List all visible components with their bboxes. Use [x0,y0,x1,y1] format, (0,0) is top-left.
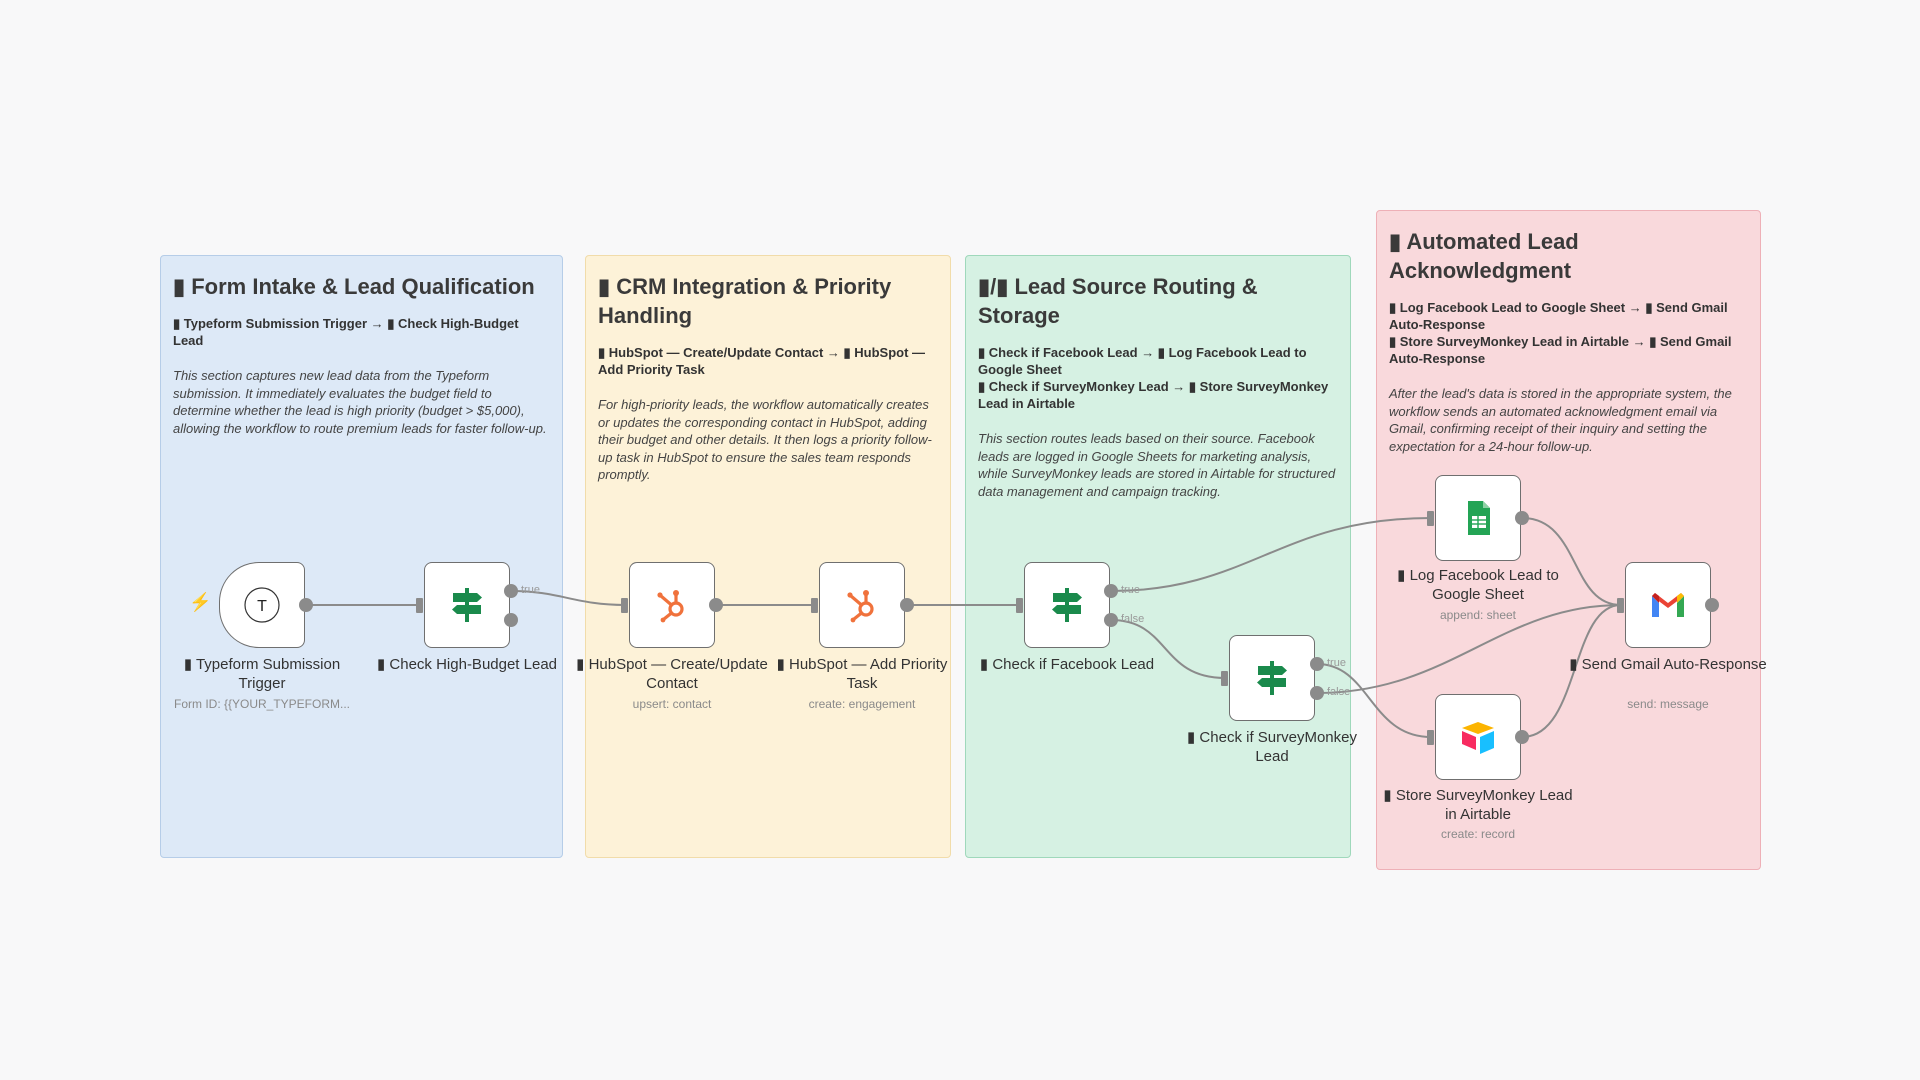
wire-survey-to-airtable [1316,663,1432,738]
trigger-bolt-icon: ⚡ [189,592,212,612]
output-port-true[interactable] [1104,584,1118,598]
output-port-false[interactable] [504,613,518,627]
wire-survey-to-gmail [1316,604,1622,694]
node-subtitle: upsert: contact [632,697,712,711]
node-google-sheet[interactable] [1435,475,1521,561]
section-title: ▮/▮ Lead Source Routing & Storage [978,274,1258,328]
output-port[interactable] [1705,598,1719,612]
node-label: ▮ HubSpot — Add Priority Task [776,656,948,692]
wire-airtable-to-gmail [1521,604,1622,738]
section-flow: ▮ Typeform Submission Trigger → ▮ Check … [173,316,519,348]
section-title: ▮ Form Intake & Lead Qualification [173,274,535,299]
node-label: ▮ Log Facebook Lead to Google Sheet [1397,567,1559,603]
gmail-icon [1652,593,1684,617]
node-gmail[interactable] [1625,562,1711,648]
wire-facebook-to-survey [1110,619,1226,679]
section-description: This section routes leads based on their… [978,431,1336,499]
input-port[interactable] [621,598,628,613]
section-flow: ▮ HubSpot — Create/Update Contact → ▮ Hu… [598,345,926,377]
edge-label-true: true [1121,584,1140,596]
output-port-false[interactable] [1310,686,1324,700]
node-label: ▮ Send Gmail Auto-Response [1569,656,1767,673]
output-port[interactable] [299,598,313,612]
node-typeform-trigger[interactable]: T [219,562,305,648]
google-sheets-icon [1468,501,1490,535]
edge-label-true: true [1327,657,1346,669]
node-label: ▮ Check if Facebook Lead [979,656,1155,673]
node-label: ▮ Typeform Submission Trigger [183,656,341,692]
input-port[interactable] [1617,598,1624,613]
switch-icon [1257,661,1287,695]
node-airtable[interactable] [1435,694,1521,780]
node-subtitle: send: message [1627,697,1709,711]
section-title: ▮ Automated Lead Acknowledgment [1389,229,1579,283]
typeform-icon: T [244,587,280,623]
output-port[interactable] [1515,730,1529,744]
input-port[interactable] [1016,598,1023,613]
input-port[interactable] [1221,671,1228,686]
node-label: ▮ Check High-Budget Lead [376,656,558,673]
wire-facebook-to-sheet [1110,517,1432,592]
airtable-icon [1462,722,1494,754]
output-port-false[interactable] [1104,613,1118,627]
node-subtitle: create: engagement [808,697,916,711]
section-description: For high-priority leads, the workflow au… [598,397,932,482]
edge-label-false: false [1121,613,1145,625]
hubspot-icon [657,590,684,623]
section-title: ▮ CRM Integration & Priority Handling [598,274,892,328]
edge-label-false: false [1327,686,1351,698]
node-subtitle: append: sheet [1439,608,1517,622]
input-port[interactable] [1427,511,1434,526]
output-port-true[interactable] [1310,657,1324,671]
node-subtitle: Form ID: {{YOUR_TYPEFORM... [173,697,351,711]
section-lead-routing[interactable]: ▮/▮ Lead Source Routing & Storage ▮ Chec… [965,255,1351,858]
output-port-true[interactable] [504,584,518,598]
node-hubspot-task[interactable] [819,562,905,648]
node-label: ▮ Store SurveyMonkey Lead in Airtable [1383,787,1573,823]
section-description: This section captures new lead data from… [173,368,547,436]
node-check-high-budget[interactable] [424,562,510,648]
edge-label-true: true [521,584,540,596]
input-port[interactable] [416,598,423,613]
switch-icon [1052,588,1082,622]
node-check-facebook[interactable] [1024,562,1110,648]
node-label: ▮ HubSpot — Create/Update Contact [576,656,768,692]
output-port[interactable] [900,598,914,612]
hubspot-icon [847,590,874,623]
input-port[interactable] [1427,730,1434,745]
svg-text:T: T [257,598,267,615]
wire-budget-to-contact [510,590,626,606]
node-subtitle: create: record [1440,827,1516,841]
section-crm-integration[interactable]: ▮ CRM Integration & Priority Handling ▮ … [585,255,951,858]
node-label: ▮ Check if SurveyMonkey Lead [1187,729,1357,765]
section-flow: ▮ Log Facebook Lead to Google Sheet → ▮ … [1389,300,1732,366]
section-flow: ▮ Check if Facebook Lead → ▮ Log Faceboo… [978,345,1329,411]
section-description: After the lead's data is stored in the a… [1389,386,1732,454]
section-form-intake[interactable]: ▮ Form Intake & Lead Qualification ▮ Typ… [160,255,563,858]
switch-icon [452,588,482,622]
wire-sheet-to-gmail [1521,517,1622,606]
output-port[interactable] [709,598,723,612]
output-port[interactable] [1515,511,1529,525]
node-check-surveymonkey[interactable] [1229,635,1315,721]
input-port[interactable] [811,598,818,613]
node-hubspot-contact[interactable] [629,562,715,648]
